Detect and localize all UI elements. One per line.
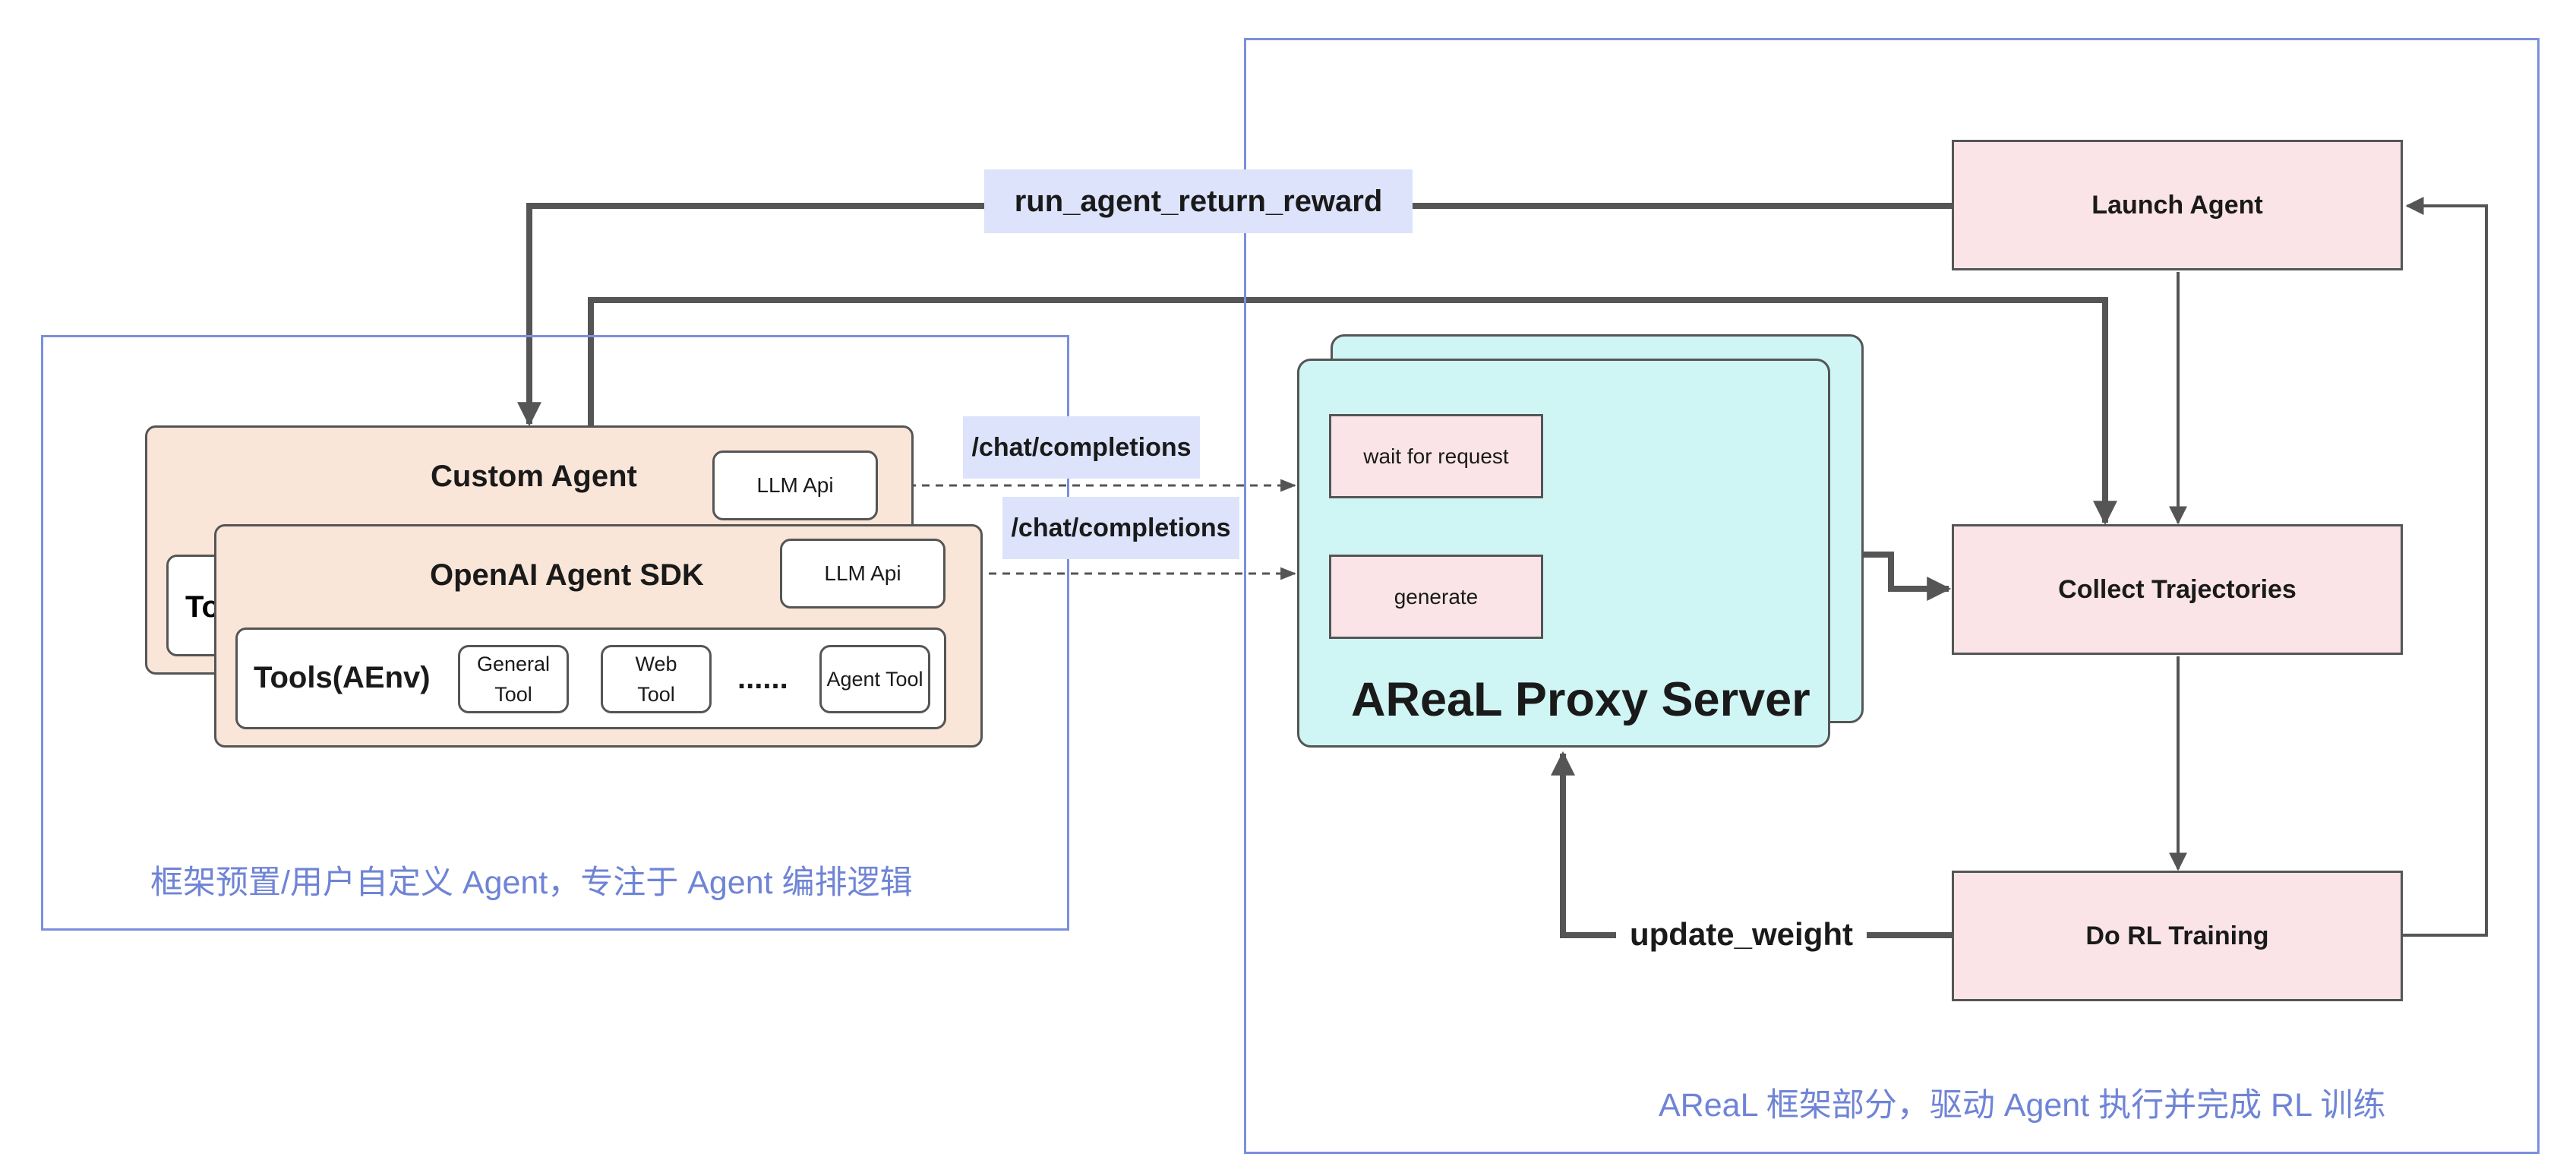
right-region-caption: AReaL 框架部分，驱动 Agent 执行并完成 RL 训练 <box>1659 1087 2386 1124</box>
train-to-launch-edge <box>2403 197 2488 937</box>
do-rl-training-box: Do RL Training <box>1952 871 2403 1001</box>
web-tool-line1: Web <box>635 653 677 675</box>
web-tool: Web Tool <box>601 645 712 713</box>
agent-tool: Agent Tool <box>819 645 930 713</box>
run-agent-label-box: run_agent_return_reward <box>984 169 1413 233</box>
general-tool: General Tool <box>458 645 569 713</box>
openai-agent-title: OpenAI Agent SDK <box>430 558 704 592</box>
left-region-caption: 框架预置/用户自定义 Agent，专注于 Agent 编排逻辑 <box>150 865 913 901</box>
custom-agent-title: Custom Agent <box>431 460 637 493</box>
launch-agent-label: Launch Agent <box>2091 190 2263 220</box>
openai-agent-llm-api: LLM Api <box>780 539 945 609</box>
general-tool-line1: General <box>476 653 551 675</box>
generate-label: generate <box>1394 584 1479 609</box>
chat-completions-label-2: /chat/completions <box>1011 513 1231 542</box>
openai-agent-llm-api-label: LLM Api <box>824 561 901 585</box>
proxy-title: AReaL Proxy Server <box>1351 673 1810 726</box>
tools-ellipsis: ...... <box>737 662 788 695</box>
agent-to-collect-edge <box>588 297 2117 526</box>
wait-for-request-label: wait for request <box>1363 444 1509 468</box>
run-agent-edge <box>517 203 1953 427</box>
general-tool-line2: Tool <box>494 683 532 706</box>
launch-agent-box: Launch Agent <box>1952 140 2403 270</box>
wait-for-request-box: wait for request <box>1329 414 1543 498</box>
run-agent-label: run_agent_return_reward <box>1014 184 1383 218</box>
chat-completions-label-1: /chat/completions <box>971 432 1192 462</box>
update-weight-label: update_weight <box>1616 904 1867 965</box>
do-rl-training-label: Do RL Training <box>2085 921 2269 950</box>
collect-trajectories-label: Collect Trajectories <box>2058 574 2297 604</box>
custom-agent-llm-api: LLM Api <box>712 450 878 520</box>
left-region <box>41 335 1069 931</box>
tools-aenv-title: Tools(AEnv) <box>254 661 431 694</box>
agent-tool-label: Agent Tool <box>826 667 923 691</box>
web-tool-line2: Tool <box>637 683 675 706</box>
update-weight-text: update_weight <box>1629 916 1854 952</box>
collect-trajectories-box: Collect Trajectories <box>1952 524 2403 655</box>
generate-box: generate <box>1329 555 1543 639</box>
chat-completions-label-box-2: /chat/completions <box>1002 497 1239 559</box>
custom-agent-llm-api-label: LLM Api <box>756 473 834 497</box>
right-region <box>1244 38 2540 1154</box>
chat-completions-label-box-1: /chat/completions <box>963 416 1200 479</box>
